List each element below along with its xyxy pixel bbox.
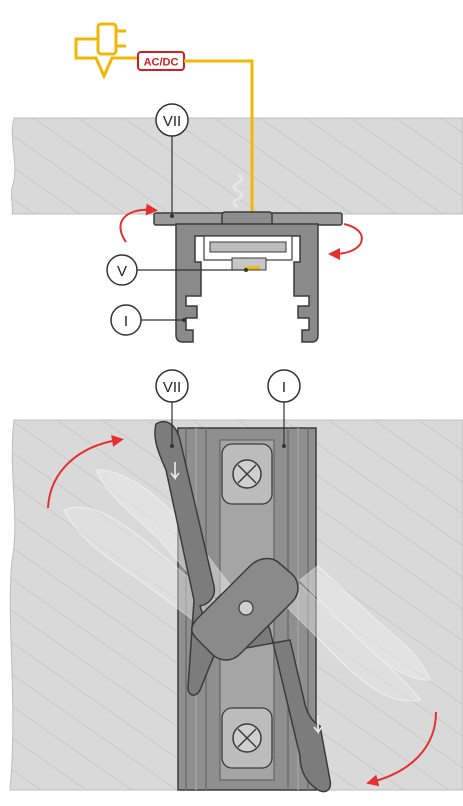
label-v: V: [117, 263, 127, 280]
ac-dc-label: AC/DC: [144, 57, 179, 69]
callout-top-plate: VII: [155, 103, 189, 218]
plate-ghost-positions: [62, 469, 432, 702]
callout-bottom-rail: I: [267, 369, 301, 448]
curved-arrow-icon: [119, 203, 158, 243]
screw-x-icon: [221, 707, 273, 769]
label-vii-top: VII: [163, 113, 181, 130]
label-vii-bottom: VII: [163, 379, 181, 396]
curved-arrow-icon: [366, 711, 437, 787]
rail-profile: [175, 223, 319, 343]
spring-hint: [232, 173, 244, 209]
curved-arrow-icon: [47, 435, 124, 509]
label-i-bottom: I: [282, 379, 286, 396]
callout-bottom-plate: VII: [155, 369, 189, 448]
plug-icon: [74, 22, 140, 80]
label-i-top: I: [124, 313, 128, 330]
screw-x-icon: [221, 443, 273, 505]
callout-rail: I: [110, 304, 186, 336]
curved-arrow-icon: [328, 223, 363, 260]
ac-dc-box: AC/DC: [137, 51, 185, 71]
mount-plate-top-view: [154, 420, 332, 793]
top-wall-section: [10, 117, 463, 215]
callout-connector: V: [106, 254, 248, 286]
